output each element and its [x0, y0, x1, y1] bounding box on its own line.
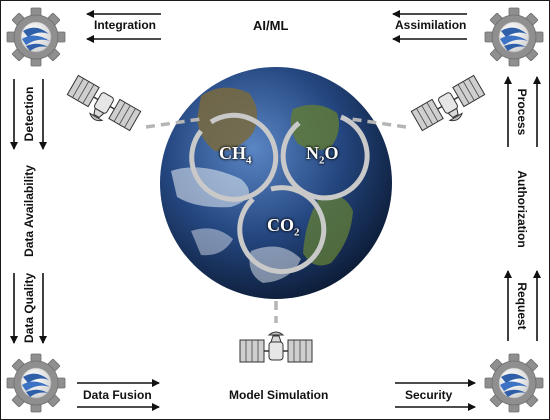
gas-rings: [189, 112, 370, 275]
observation-beams: [145, 117, 407, 323]
satellite-icon-bottom: [239, 331, 313, 363]
label-detection: Detection: [22, 86, 36, 142]
flow-arrow-icon-data-fusion: [77, 379, 160, 411]
label-data-fusion: Data Fusion: [83, 388, 152, 402]
gear-globe-icon-bottom-left: [6, 353, 66, 413]
label-integration: Integration: [94, 18, 156, 32]
flow-arrow-icon-integration: [86, 10, 161, 43]
gear-globe-icon-top-left: [6, 7, 66, 67]
label-data-quality: Data Quality: [22, 272, 36, 344]
label-request: Request: [515, 282, 529, 330]
label-security: Security: [405, 388, 453, 402]
gas-label-n2o: N2O: [306, 143, 339, 167]
gear-globe-icon-top-right: [484, 7, 544, 67]
gas-label-ch4: CH4: [219, 143, 252, 167]
label-assimilation: Assimilation: [395, 18, 467, 32]
satellite-icon-left: [62, 74, 142, 139]
label-process: Process: [515, 88, 529, 136]
label-model-simulation: Model Simulation: [229, 388, 329, 402]
label-ai-ml: AI/ML: [253, 18, 289, 33]
flow-arrow-icon-data-quality: [10, 273, 47, 344]
earth-globe: [160, 67, 392, 299]
flow-arrow-icon-detection: [10, 79, 47, 150]
flow-arrow-icon-process: [504, 76, 541, 147]
flow-arrow-icon-security: [395, 379, 476, 411]
flow-arrow-icon-assimilation: [392, 10, 467, 43]
label-authorization: Authorization: [515, 170, 529, 248]
gear-globe-icon-bottom-right: [484, 353, 544, 413]
label-data-availability: Data Availability: [22, 165, 36, 257]
satellite-icon-right: [410, 74, 490, 139]
flow-arrow-icon-request: [504, 270, 541, 341]
gas-label-co2: CO2: [267, 215, 300, 239]
